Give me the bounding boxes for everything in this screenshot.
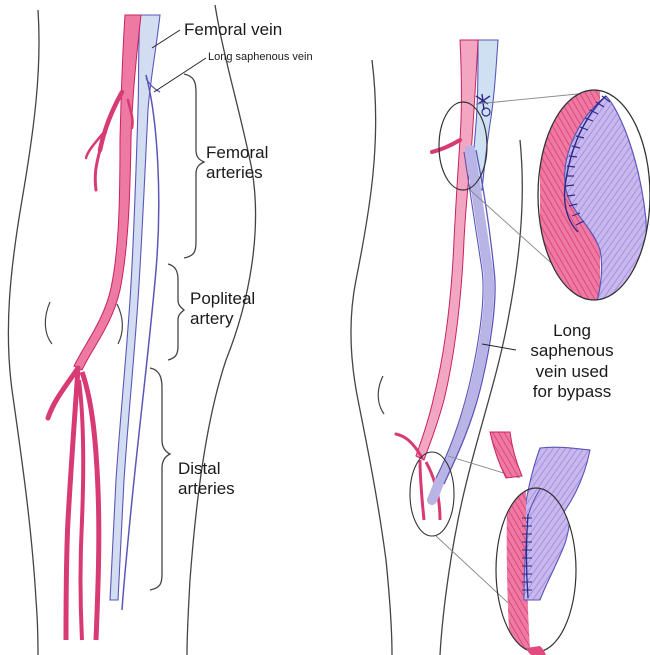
- lower-detail-artery-top: [490, 432, 522, 478]
- left-knee-mark: [45, 302, 52, 344]
- left-leg-outline-right: [187, 5, 256, 655]
- distal-artery: [66, 368, 78, 640]
- left-leg: [8, 5, 255, 655]
- femoral-arteries-label: Femoral arteries: [206, 143, 268, 184]
- right-leg-outline-left: [351, 60, 392, 655]
- bypass-label: Long saphenous vein used for bypass: [512, 321, 632, 403]
- artery-branch: [95, 150, 100, 190]
- long-saphenous-vein-label: Long saphenous vein: [208, 51, 313, 64]
- femoral-arteries-brace: [184, 74, 204, 258]
- artery-branch: [100, 92, 122, 150]
- popliteal-artery-label: Popliteal artery: [190, 289, 255, 330]
- saphenous-vein-pointer: [154, 58, 206, 92]
- femoral-arteries-label-line1: Femoral: [206, 143, 268, 163]
- bypass-label-line2: saphenous: [512, 341, 632, 361]
- artery-branch: [432, 140, 460, 152]
- femoral-vein-label: Femoral vein: [184, 20, 282, 40]
- bypass-label-line3: vein used: [512, 362, 632, 382]
- left-leg-outline-left: [8, 10, 39, 655]
- distal-artery: [79, 380, 83, 640]
- femoral-arteries-label-line2: arteries: [206, 163, 268, 183]
- popliteal-artery-brace: [168, 264, 184, 360]
- distal-artery: [82, 372, 99, 640]
- right-knee-mark: [378, 376, 384, 414]
- distal-arteries-label: Distal arteries: [178, 459, 235, 500]
- distal-arteries-label-line1: Distal: [178, 459, 235, 479]
- left-knee-mark: [117, 304, 122, 344]
- lower-anastomosis: [410, 432, 590, 655]
- bypass-label-line4: for bypass: [512, 382, 632, 402]
- artery-branch: [420, 460, 424, 520]
- bypass-label-line1: Long: [512, 321, 632, 341]
- distal-arteries-label-line2: arteries: [178, 479, 235, 499]
- distal-arteries-brace: [150, 368, 170, 590]
- popliteal-artery-label-line1: Popliteal: [190, 289, 255, 309]
- popliteal-artery-label-line2: artery: [190, 309, 255, 329]
